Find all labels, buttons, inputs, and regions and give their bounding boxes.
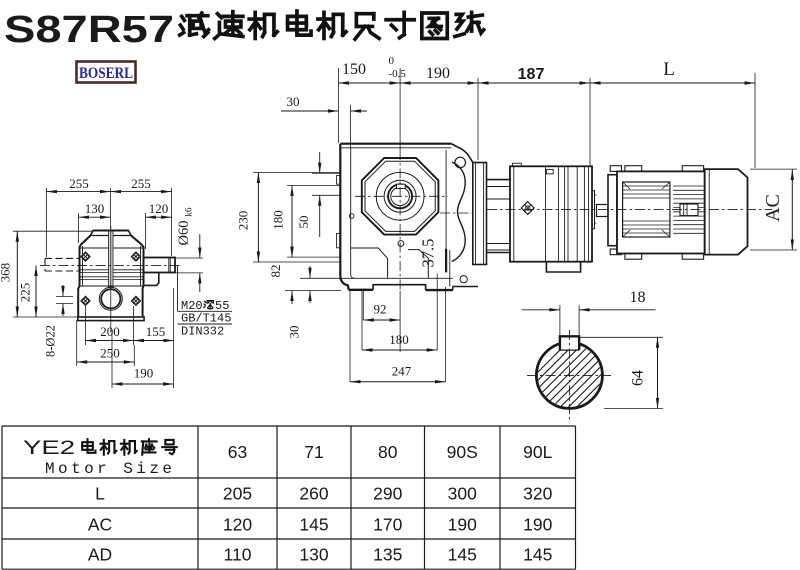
svg-text:247: 247 bbox=[392, 364, 412, 379]
svg-text:63: 63 bbox=[228, 442, 247, 462]
svg-text:M20: M20 bbox=[181, 299, 203, 313]
svg-text:GB/T145: GB/T145 bbox=[181, 312, 231, 326]
svg-text:71: 71 bbox=[304, 442, 323, 462]
svg-text:200: 200 bbox=[100, 324, 120, 339]
svg-text:37.5: 37.5 bbox=[419, 239, 438, 268]
svg-text:AC: AC bbox=[762, 194, 784, 222]
svg-text:55: 55 bbox=[215, 299, 229, 313]
svg-text:0: 0 bbox=[389, 55, 395, 67]
svg-text:64: 64 bbox=[630, 370, 647, 386]
svg-text:90L: 90L bbox=[523, 442, 552, 462]
svg-text:110: 110 bbox=[224, 545, 252, 565]
svg-text:180: 180 bbox=[271, 210, 286, 230]
svg-text:255: 255 bbox=[131, 176, 151, 191]
svg-text:k6: k6 bbox=[184, 207, 194, 217]
svg-text:300: 300 bbox=[448, 484, 477, 504]
svg-text:AC: AC bbox=[88, 515, 112, 535]
svg-text:-0.5: -0.5 bbox=[389, 68, 407, 80]
svg-text:260: 260 bbox=[299, 484, 328, 504]
svg-text:130: 130 bbox=[85, 201, 105, 216]
svg-text:L: L bbox=[95, 484, 105, 504]
svg-text:90S: 90S bbox=[447, 442, 478, 462]
svg-text:187: 187 bbox=[518, 66, 545, 83]
svg-text:190: 190 bbox=[134, 366, 154, 381]
svg-text:250: 250 bbox=[100, 346, 120, 361]
svg-text:Motor Size: Motor Size bbox=[45, 460, 172, 478]
svg-text:L: L bbox=[663, 59, 675, 80]
svg-text:145: 145 bbox=[299, 515, 328, 535]
svg-text:130: 130 bbox=[299, 545, 328, 565]
svg-text:DIN332: DIN332 bbox=[181, 325, 224, 339]
svg-text:225: 225 bbox=[18, 283, 33, 303]
svg-text:190: 190 bbox=[426, 65, 450, 82]
svg-text:155: 155 bbox=[146, 324, 166, 339]
svg-text:S87R57: S87R57 bbox=[4, 9, 174, 51]
svg-text:92: 92 bbox=[374, 302, 387, 317]
svg-text:135: 135 bbox=[373, 545, 402, 565]
svg-text:145: 145 bbox=[523, 545, 552, 565]
svg-text:190: 190 bbox=[448, 515, 477, 535]
svg-text:18: 18 bbox=[630, 289, 646, 306]
svg-text:290: 290 bbox=[373, 484, 402, 504]
svg-text:BOSERL: BOSERL bbox=[79, 65, 133, 82]
svg-text:368: 368 bbox=[0, 263, 13, 283]
svg-text:170: 170 bbox=[373, 515, 402, 535]
svg-text:150: 150 bbox=[342, 61, 366, 78]
svg-text:YE2: YE2 bbox=[23, 438, 75, 459]
svg-text:50: 50 bbox=[296, 216, 311, 229]
svg-text:255: 255 bbox=[69, 176, 89, 191]
svg-text:AD: AD bbox=[88, 545, 112, 565]
svg-text:8-Ø22: 8-Ø22 bbox=[44, 325, 58, 357]
svg-text:205: 205 bbox=[223, 484, 252, 504]
svg-text:145: 145 bbox=[448, 545, 477, 565]
svg-text:Ø60: Ø60 bbox=[176, 221, 192, 246]
svg-text:230: 230 bbox=[236, 211, 251, 231]
svg-text:190: 190 bbox=[523, 515, 552, 535]
svg-text:30: 30 bbox=[287, 94, 300, 109]
svg-text:320: 320 bbox=[523, 484, 552, 504]
svg-text:120: 120 bbox=[149, 201, 169, 216]
svg-text:82: 82 bbox=[268, 265, 283, 278]
svg-text:30: 30 bbox=[287, 326, 302, 339]
svg-text:80: 80 bbox=[378, 442, 398, 462]
svg-text:180: 180 bbox=[389, 332, 409, 347]
svg-text:120: 120 bbox=[223, 515, 252, 535]
